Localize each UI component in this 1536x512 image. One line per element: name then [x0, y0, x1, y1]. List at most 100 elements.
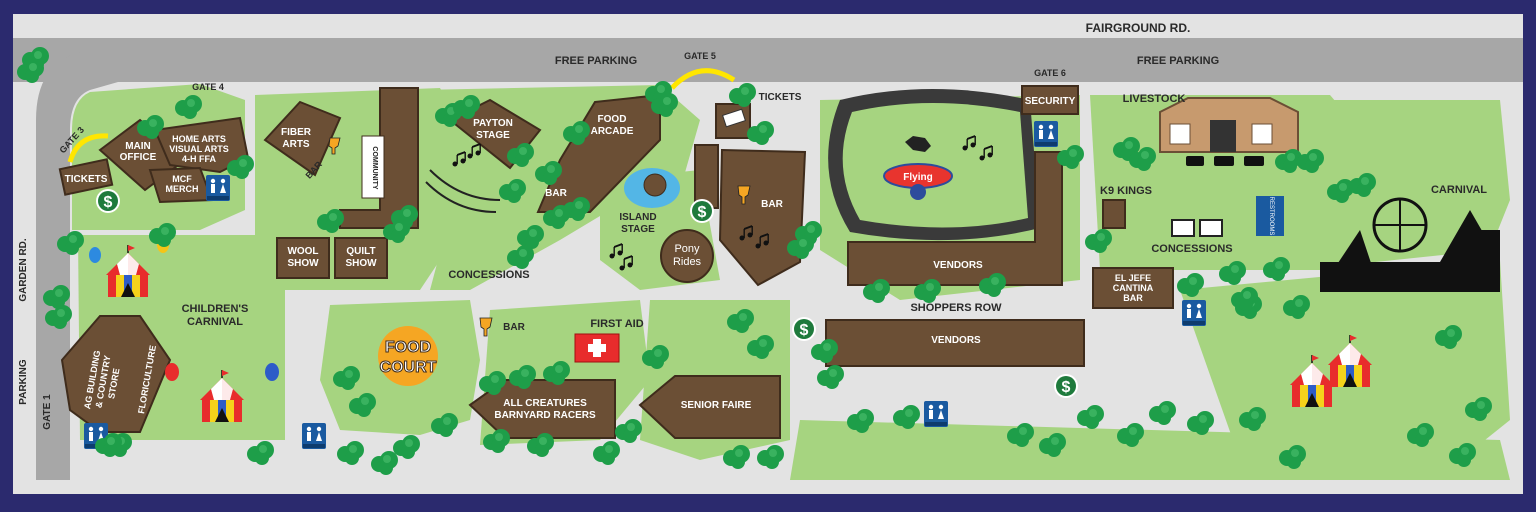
atm-icon[interactable] — [96, 189, 120, 213]
svg-text:OFFICE: OFFICE — [120, 152, 157, 163]
svg-text:SHOW: SHOW — [345, 258, 377, 269]
free-parking-left-label: FREE PARKING — [555, 55, 637, 67]
rodeo-arena[interactable]: Flying — [828, 89, 1040, 241]
childrens-carnival-label-2: CARNIVAL — [187, 316, 243, 328]
svg-text:Rides: Rides — [673, 256, 702, 268]
restrooms-vertical-sign[interactable]: RESTROOMS — [1256, 196, 1284, 236]
concessions-right-label: CONCESSIONS — [1151, 243, 1232, 255]
bar-glass-icon — [479, 317, 493, 337]
tickets-booth-left[interactable]: TICKETS — [58, 158, 114, 196]
svg-text:CANTINA: CANTINA — [1113, 283, 1154, 293]
senior-faire-building[interactable]: SENIOR FAIRE — [638, 375, 781, 439]
svg-text:SENIOR FAIRE: SENIOR FAIRE — [681, 400, 752, 411]
svg-text:ALL CREATURES: ALL CREATURES — [503, 398, 587, 409]
bar-food-label: BAR — [503, 322, 525, 333]
svg-text:MAIN: MAIN — [125, 141, 151, 152]
fairground-road-label: FAIRGROUND RD. — [1086, 21, 1191, 35]
concession-carts — [1171, 219, 1223, 237]
restroom-icon[interactable] — [1182, 300, 1206, 326]
island-stage-label: ISLAND — [619, 212, 656, 223]
livestock-label: LIVESTOCK — [1123, 93, 1186, 105]
mcf-merch[interactable]: MCF MERCH — [148, 166, 214, 204]
atm-icon[interactable] — [792, 317, 816, 341]
svg-text:TICKETS: TICKETS — [65, 174, 108, 185]
fiber-arts[interactable]: FIBER ARTS — [263, 100, 342, 177]
svg-text:VISUAL ARTS: VISUAL ARTS — [169, 144, 229, 154]
wool-show[interactable]: WOOL SHOW — [276, 237, 330, 279]
food-court-badge[interactable]: FOOD COURT — [378, 326, 438, 386]
tickets-booth-top[interactable] — [694, 103, 751, 209]
svg-text:BARNYARD RACERS: BARNYARD RACERS — [494, 410, 596, 421]
livestock-barn[interactable] — [1159, 97, 1299, 153]
svg-text:BAR: BAR — [1123, 293, 1143, 303]
svg-text:QUILT: QUILT — [346, 246, 375, 257]
garden-road-label: GARDEN RD. — [18, 238, 29, 302]
bar-arcade-label: BAR — [545, 188, 567, 199]
gate3-arc — [67, 133, 109, 163]
first-aid-label: FIRST AID — [590, 318, 643, 330]
security-building[interactable]: SECURITY — [1021, 85, 1079, 115]
grass-carnival — [1300, 100, 1510, 270]
gate5-arc — [670, 68, 736, 90]
first-aid-station[interactable] — [574, 333, 620, 363]
home-arts-building[interactable]: HOME ARTS VISUAL ARTS 4-H FFA — [153, 116, 250, 174]
restroom-icon[interactable] — [1034, 121, 1058, 147]
fairground-road — [13, 38, 1523, 82]
shoppers-row-label: SHOPPERS ROW — [910, 302, 1002, 314]
childrens-carnival-label: CHILDREN'S — [182, 303, 249, 315]
svg-text:SECURITY: SECURITY — [1025, 96, 1076, 107]
svg-text:FOOD: FOOD — [385, 339, 431, 356]
stage-seating — [429, 169, 501, 201]
restroom-icon[interactable] — [206, 175, 230, 201]
carnival-label: CARNIVAL — [1431, 184, 1487, 196]
svg-text:ARTS: ARTS — [282, 139, 310, 150]
stage-seating — [425, 181, 497, 213]
island-pond — [624, 168, 680, 208]
svg-text:COMMUNITY: COMMUNITY — [371, 146, 378, 189]
gate6-label: GATE 6 — [1034, 68, 1066, 78]
rodeo-label: Flying — [903, 172, 932, 183]
svg-text:VENDORS: VENDORS — [933, 260, 983, 271]
atm-icon[interactable] — [1054, 374, 1078, 398]
svg-text:STAGE: STAGE — [476, 130, 510, 141]
grass-south — [790, 420, 1510, 480]
svg-text:MCF: MCF — [172, 174, 192, 184]
vendors-bottom-building[interactable]: VENDORS — [825, 319, 1085, 367]
tickets-top-label: TICKETS — [759, 92, 802, 103]
quilt-show[interactable]: QUILT SHOW — [334, 237, 388, 279]
bar-building-right[interactable] — [718, 148, 807, 287]
community-stage-building[interactable]: COMMUNITY — [339, 87, 419, 229]
pony-rides-ring[interactable]: Pony Rides — [660, 229, 714, 283]
bar-right-label: BAR — [761, 199, 783, 210]
bar-glass-icon — [328, 137, 341, 155]
carnival-rides[interactable] — [1320, 197, 1500, 292]
svg-text:Pony: Pony — [674, 243, 700, 255]
island-stage-label-2: STAGE — [621, 224, 655, 235]
gate1-label: GATE 1 — [42, 394, 53, 430]
svg-text:4-H FFA: 4-H FFA — [182, 154, 217, 164]
svg-text:FIBER: FIBER — [281, 127, 312, 138]
atm-icon[interactable] — [690, 199, 714, 223]
svg-text:MERCH: MERCH — [166, 184, 199, 194]
svg-text:PAYTON: PAYTON — [473, 118, 513, 129]
svg-text:COURT: COURT — [380, 359, 437, 376]
gate5-label: GATE 5 — [684, 51, 716, 61]
svg-text:VENDORS: VENDORS — [931, 335, 981, 346]
restroom-icon[interactable] — [924, 401, 948, 427]
parking-label: PARKING — [18, 359, 29, 405]
concessions-left-label: CONCESSIONS — [448, 269, 529, 281]
free-parking-right-label: FREE PARKING — [1137, 55, 1219, 67]
svg-text:FOOD: FOOD — [598, 114, 627, 125]
svg-text:WOOL: WOOL — [287, 246, 318, 257]
garden-road — [36, 46, 118, 480]
svg-text:EL JEFE: EL JEFE — [1115, 273, 1151, 283]
ag-building[interactable]: AG BUILDING & COUNTRY STORE FLORICULTURE — [60, 315, 172, 433]
k9-kings-label: K9 KINGS — [1100, 185, 1152, 197]
restroom-icon[interactable] — [302, 423, 326, 449]
el-jefe-cantina[interactable]: EL JEFE CANTINA BAR — [1092, 267, 1174, 309]
k9-kings-box[interactable] — [1102, 199, 1126, 229]
svg-text:HOME ARTS: HOME ARTS — [172, 134, 226, 144]
gate4-label: GATE 4 — [192, 82, 224, 92]
svg-text:RESTROOMS: RESTROOMS — [1268, 197, 1274, 236]
